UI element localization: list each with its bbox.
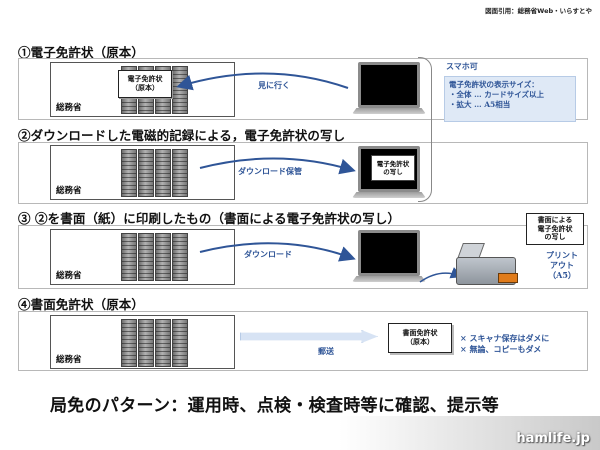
section-4-heading: ④書面免許状（原本） [18, 297, 145, 312]
download-label: ダウンロード [244, 249, 292, 259]
laptop-icon [352, 230, 428, 284]
agency-label: 総務省 [56, 355, 82, 365]
brand-bar [20, 416, 600, 450]
agency-label: 総務省 [56, 103, 82, 113]
server-rack-icon [121, 319, 188, 367]
doc-line: の写し [544, 232, 566, 242]
section-1-heading: ①電子免許状（原本） [18, 45, 145, 60]
prohibition-line: × スキャナ保存はダメに [460, 333, 550, 343]
display-size-line: ・全体 … カードサイズ以上 [449, 90, 544, 100]
print-out-line: （A5） [548, 270, 576, 280]
download-save-label: ダウンロード保管 [238, 166, 302, 176]
print-out-label: プリント アウト （A5） [546, 250, 578, 280]
display-size-title: 電子免許状の表示サイズ： [449, 80, 539, 89]
doc-line: 電子免許状 [127, 74, 163, 84]
print-out-line: アウト [550, 260, 574, 270]
print-out-line: プリント [546, 250, 578, 260]
summary-text: 局免のパターン：運用時、点検・検査時等に確認、提示等 [50, 396, 499, 416]
doc-line: 電子免許状 [376, 159, 410, 168]
electronic-license-copy-doc: 電子免許状 の写し [371, 155, 415, 181]
brand-logo: hamlife.jp [516, 431, 590, 446]
prohibitions: × スキャナ保存はダメに × 無論、コピーもダメ [460, 333, 549, 355]
download-save-arrow [199, 157, 356, 175]
agency-box-2: 総務省 [50, 145, 235, 200]
agency-label: 総務省 [56, 271, 82, 281]
server-rack-icon [121, 149, 188, 197]
download-arrow [199, 242, 356, 262]
doc-line: の写し [383, 168, 403, 176]
view-label: 見に行く [258, 80, 290, 90]
section-3-heading: ③ ②を書面（紙）に印刷したもの（書面による電子免許状の写し） [18, 211, 401, 226]
paper-license-original-doc: 書面免許状 （原本） [388, 323, 452, 353]
electronic-license-original-doc: 電子免許状 （原本） [118, 70, 172, 98]
agency-label: 総務省 [56, 186, 82, 196]
view-arrow [176, 72, 349, 91]
doc-line: （原本） [131, 83, 159, 92]
smartphone-ok-label: スマホ可 [446, 61, 478, 71]
server-rack-icon [121, 233, 188, 281]
agency-box-4: 総務省 [50, 315, 235, 369]
printed-license-copy-doc: 書面による 電子免許状 の写し [526, 213, 584, 245]
laptop-icon: 電子免許状 の写し [352, 146, 428, 200]
prohibition-line: × 無論、コピーもダメ [460, 343, 542, 354]
display-size-line: ・拡大 … A5相当 [449, 100, 511, 110]
section-2-heading: ②ダウンロードした電磁的記録による，電子免許状の写し [18, 128, 346, 143]
agency-box-3: 総務省 [50, 229, 235, 285]
doc-line: 書面免許状 [402, 328, 438, 338]
source-note: 図面引用：総務省Web・いらすとや [485, 7, 592, 15]
doc-line: 電子免許状 [537, 223, 573, 233]
display-size-callout: 電子免許状の表示サイズ： ・全体 … カードサイズ以上 ・拡大 … A5相当 [444, 76, 576, 122]
doc-line: （原本） [406, 337, 434, 346]
printer-icon [450, 243, 530, 289]
mail-label: 郵送 [318, 346, 334, 356]
laptop-icon [352, 62, 428, 116]
doc-line: 書面による [537, 215, 573, 225]
